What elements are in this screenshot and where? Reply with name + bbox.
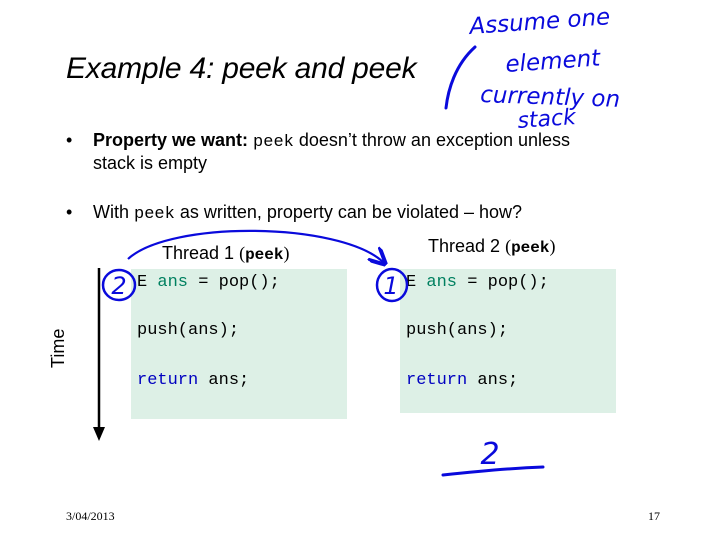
thread-1-method: peek xyxy=(245,246,284,264)
svg-text:2: 2 xyxy=(480,437,499,472)
code-line-push: push(ans); xyxy=(406,321,509,340)
paren-open: ( xyxy=(239,243,246,263)
bullet-text-before: With xyxy=(93,202,129,222)
bullet-text: doesn’t throw an exception unless xyxy=(298,130,571,150)
footer-date: 3/04/2013 xyxy=(66,509,115,523)
thread-2-label: Thread 2 (peek) xyxy=(428,236,555,257)
svg-text:currently on: currently on xyxy=(480,82,621,113)
handwritten-note: Assume one element currently on stack xyxy=(467,4,621,134)
time-arrow xyxy=(93,268,105,441)
thread-1-name: Thread 1 xyxy=(162,243,235,263)
code-line-pop: E ans = pop(); xyxy=(137,273,280,292)
ink-curved-arrow xyxy=(127,229,383,262)
svg-text:stack: stack xyxy=(517,105,578,134)
step-marker-thread-2: 1 xyxy=(375,267,409,303)
paren-close: ) xyxy=(549,236,556,256)
paren-open: ( xyxy=(505,236,512,256)
inline-code-peek: peek xyxy=(253,133,294,152)
paren-close: ) xyxy=(283,243,290,263)
bullet-bold-lead: Property we want: xyxy=(93,130,249,150)
code-line-pop: E ans = pop(); xyxy=(406,273,549,292)
ink-bracket-stroke xyxy=(444,45,477,110)
svg-text:2: 2 xyxy=(111,272,126,300)
thread-2-method: peek xyxy=(511,239,550,257)
bullet-line-1: Property we want: peek doesn’t throw an … xyxy=(93,129,570,154)
thread-1-code-box: E ans = pop(); push(ans); return ans; xyxy=(131,269,347,419)
bullet-line-2: stack is empty xyxy=(93,153,208,173)
thread-1-label: Thread 1 (peek) xyxy=(162,243,289,264)
inline-code-peek: peek xyxy=(134,205,175,224)
bullet-marker: • xyxy=(66,202,73,222)
bottom-handwritten-answer: 2 xyxy=(441,437,545,477)
svg-text:Assume one: Assume one xyxy=(467,4,611,40)
bullet-line: With peek as written, property can be vi… xyxy=(93,201,522,226)
bullet-text-after: as written, property can be violated – h… xyxy=(179,202,523,222)
svg-text:1: 1 xyxy=(383,272,398,300)
footer-page-number: 17 xyxy=(648,509,660,523)
svg-text:element: element xyxy=(505,45,602,78)
bullet-marker: • xyxy=(66,130,73,150)
thread-2-name: Thread 2 xyxy=(428,236,501,256)
code-line-push: push(ans); xyxy=(137,321,240,340)
code-line-return: return ans; xyxy=(137,371,250,390)
thread-2-code-box: E ans = pop(); push(ans); return ans; xyxy=(400,269,616,413)
step-marker-thread-1: 2 xyxy=(101,268,137,302)
code-line-return: return ans; xyxy=(406,371,519,390)
slide-title: Example 4: peek and peek xyxy=(66,52,417,85)
